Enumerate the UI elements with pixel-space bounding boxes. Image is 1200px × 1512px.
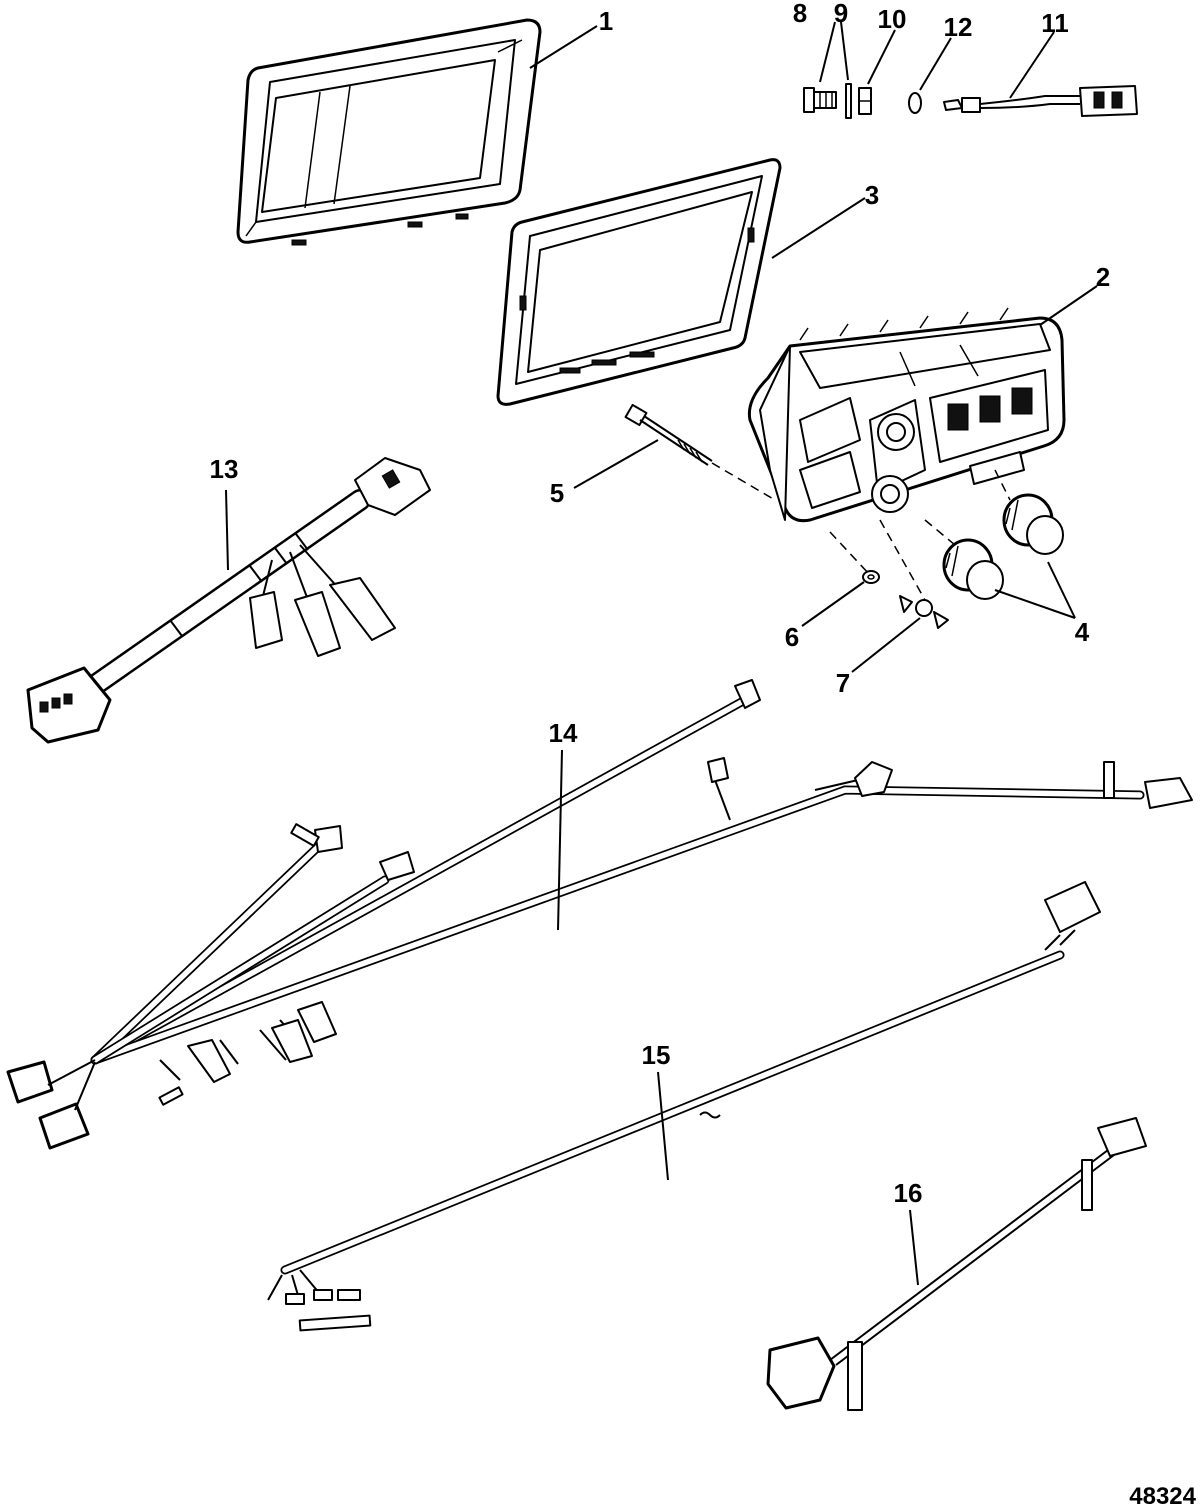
part-8-plug: [803, 87, 837, 113]
part-6-washer: [862, 570, 880, 584]
callout-12: 12: [944, 12, 973, 42]
part-13-adapter-harness: [26, 457, 431, 744]
part-7-wing-nut: [899, 595, 949, 629]
callout-15: 15: [642, 1040, 671, 1070]
callout-10: 10: [878, 4, 907, 34]
part-15-extension-harness: [267, 881, 1101, 1332]
callout-13: 13: [210, 454, 239, 484]
leader-lines: [225, 21, 1098, 1286]
callout-11: 11: [1041, 8, 1069, 38]
callout-7: 7: [836, 668, 850, 698]
part-2-display-module: [747, 307, 1066, 523]
part-11-sensor-lead: [943, 85, 1138, 117]
callout-1: 1: [599, 6, 613, 36]
callout-16: 16: [894, 1178, 923, 1208]
part-14-main-harness: [6, 679, 1193, 1150]
figure-number: 48324: [1129, 1483, 1196, 1510]
part-9-washer: [845, 83, 852, 119]
callout-8: 8: [793, 0, 807, 28]
part-16-small-lead: [766, 1117, 1147, 1411]
callout-9: 9: [834, 0, 848, 28]
part-3-gasket: [496, 158, 782, 406]
callout-5: 5: [550, 478, 564, 508]
part-1-bezel: [236, 18, 542, 246]
callout-6: 6: [785, 622, 799, 652]
part-4-knobs: [942, 493, 1064, 600]
callout-4: 4: [1075, 617, 1090, 647]
part-12-o-ring: [908, 92, 922, 114]
callout-3: 3: [865, 180, 879, 210]
callout-labels: 1 2 3 4 5 6 7 8 9 10 11 12 13 14 15 16: [210, 0, 1111, 1208]
callout-2: 2: [1096, 262, 1110, 292]
callout-14: 14: [549, 718, 578, 748]
part-10-nut: [858, 87, 872, 115]
part-5-screw: [624, 403, 713, 466]
